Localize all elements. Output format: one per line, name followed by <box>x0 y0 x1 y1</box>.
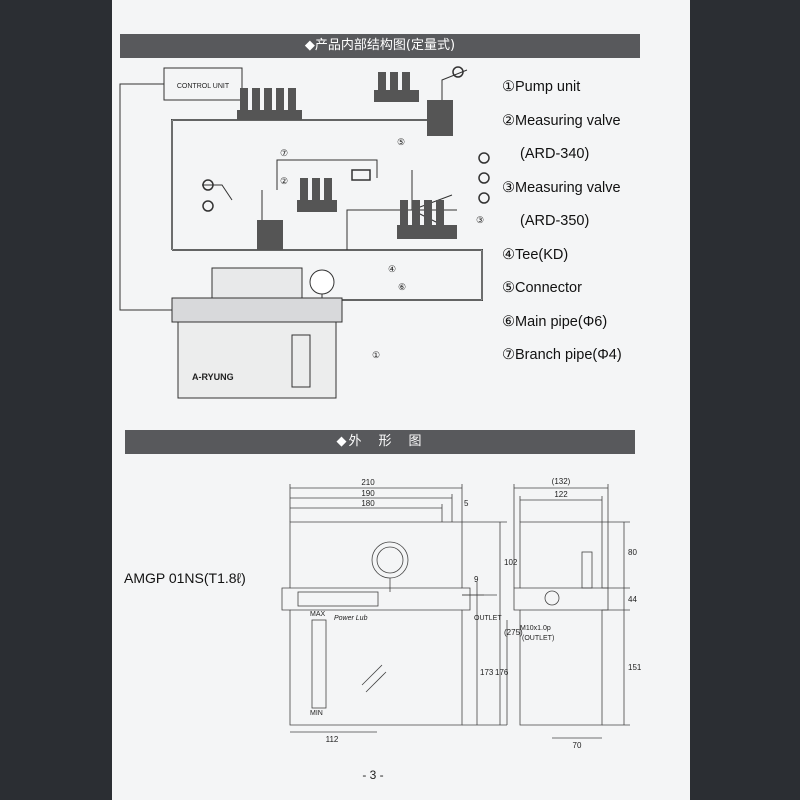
page-number: - 3 - <box>362 768 384 782</box>
connector <box>351 169 371 181</box>
callout-2: ② <box>280 176 288 186</box>
section-structure-banner: ◆产品内部结构图(定量式) <box>120 34 640 58</box>
callout-1: ① <box>372 350 380 360</box>
parts-legend: ①Pump unit ②Measuring valve (ARD-340) ③M… <box>502 76 682 378</box>
control-unit-label: CONTROL UNIT <box>177 83 230 90</box>
front-view-outline <box>281 521 471 726</box>
pump-brand: A-RYUNG <box>192 372 234 382</box>
dim-80: 80 <box>628 548 637 557</box>
legend-item-8: ⑥Main pipe(Φ6) <box>502 313 608 330</box>
callout-6: ⑥ <box>398 282 406 292</box>
side-outlet-label: (OUTLET) <box>522 635 554 642</box>
thread-label: M10x1.0p <box>520 625 551 632</box>
structure-diagram: CONTROL UNIT <box>119 66 490 399</box>
callout-5: ⑤ <box>397 137 405 147</box>
dim-180: 180 <box>361 499 375 508</box>
legend-item-6: ④Tee(KD) <box>502 246 569 263</box>
pump-unit <box>171 267 343 399</box>
dim-173: 173 <box>480 668 494 677</box>
legend-item-1: ①Pump unit <box>502 79 581 95</box>
front-brand-label: Power Lub <box>334 615 368 622</box>
measuring-valve-top <box>237 88 302 120</box>
legend-item-9: ⑦Branch pipe(Φ4) <box>502 347 622 363</box>
legend-item-7: ⑤Connector <box>502 280 582 296</box>
dim-112: 112 <box>326 735 339 744</box>
dim-176: 176 <box>495 668 509 677</box>
section-outline-banner: ◆外 形 图 <box>125 430 635 454</box>
dim-5: 5 <box>464 499 469 508</box>
dim-190: 190 <box>361 489 375 498</box>
fitting-ring <box>202 179 214 191</box>
callout-3: ③ <box>476 215 484 225</box>
dim-122: 122 <box>554 490 568 499</box>
dim-151: 151 <box>628 663 642 672</box>
dim-70: 70 <box>573 741 582 750</box>
callout-7: ⑦ <box>280 148 288 158</box>
outline-drawing: 210 190 180 5 9 102 (275) 173 176 112 OU… <box>281 477 642 750</box>
legend-item-4: ③Measuring valve <box>502 179 621 196</box>
legend-item-2: ②Measuring valve <box>502 112 621 129</box>
dim-210: 210 <box>361 478 375 487</box>
dim-44: 44 <box>628 595 637 604</box>
callout-4: ④ <box>388 264 396 274</box>
manual-page: ◆产品内部结构图(定量式) CONTROL UNIT <box>112 0 690 800</box>
dim-132: (132) <box>552 477 571 486</box>
model-label: AMGP 01NS(T1.8ℓ) <box>124 570 246 586</box>
max-label: MAX <box>310 611 326 618</box>
measuring-valve-ard350 <box>397 200 457 239</box>
outlet-label: OUTLET <box>474 615 502 622</box>
legend-item-3: (ARD-340) <box>520 146 590 162</box>
dim-275: (275) <box>504 628 523 637</box>
legend-item-5: (ARD-350) <box>520 213 590 229</box>
min-label: MIN <box>310 710 323 717</box>
measuring-valve-upper-right <box>374 72 453 136</box>
dim-102: 102 <box>504 558 518 567</box>
dim-9: 9 <box>474 575 479 584</box>
side-view-outline <box>513 521 609 726</box>
control-wire <box>119 83 172 311</box>
measuring-valve-ard340 <box>257 178 337 250</box>
